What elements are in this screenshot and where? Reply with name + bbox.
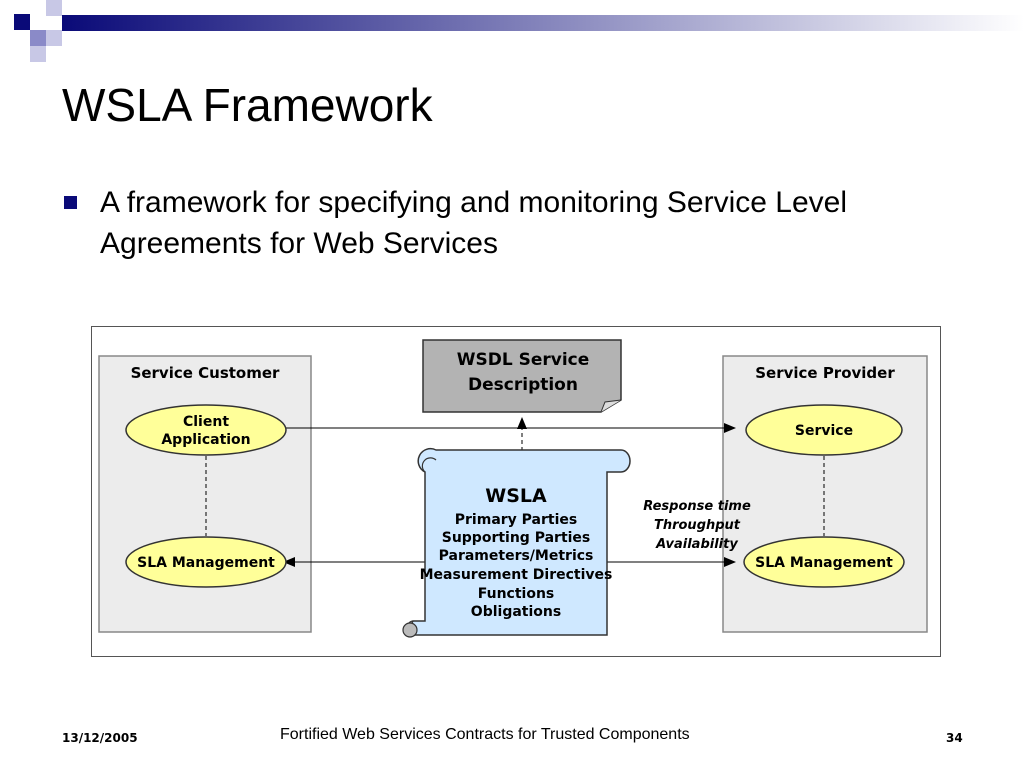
service-customer-panel	[98, 355, 312, 633]
wsdl-label-line1: WSDL Service	[457, 350, 590, 370]
deco-square	[46, 0, 62, 16]
wsla-item: Primary Parties	[455, 512, 577, 528]
wsla-item: Functions	[478, 586, 555, 602]
metric-label: Throughput	[654, 518, 741, 533]
service-ellipse	[745, 404, 903, 456]
provider-sla-management-label: SLA Management	[755, 555, 893, 571]
scroll-curl-icon	[402, 622, 418, 638]
service-provider-title: Service Provider	[755, 364, 895, 382]
service-customer-title: Service Customer	[131, 364, 280, 382]
deco-square	[30, 30, 46, 46]
bullet-square-icon	[64, 196, 77, 209]
provider-sla-management-ellipse	[743, 536, 905, 588]
customer-sla-management-ellipse	[125, 536, 287, 588]
wsla-title: WSLA	[485, 485, 547, 507]
wsla-item: Supporting Parties	[442, 530, 591, 546]
deco-square	[30, 46, 46, 62]
deco-square	[46, 30, 62, 46]
page-number: 34	[946, 731, 963, 745]
service-provider-panel	[722, 355, 928, 633]
footer-title: Fortified Web Services Contracts for Tru…	[280, 726, 690, 743]
metric-label: Availability	[655, 537, 738, 552]
client-application-label-line2: Application	[161, 432, 250, 448]
client-application-label-line1: Client	[183, 414, 229, 430]
gradient-bar	[62, 15, 1024, 31]
slide-title: WSLA Framework	[62, 79, 433, 131]
client-application-ellipse	[125, 404, 287, 456]
bullet-text: A framework for specifying and monitorin…	[100, 186, 848, 260]
wsla-item: Obligations	[471, 604, 561, 620]
service-label: Service	[795, 423, 853, 439]
wsla-diagram: Service Customer Service Provider WSDL S…	[91, 326, 941, 657]
deco-square	[14, 14, 30, 30]
wsla-item: Parameters/Metrics	[439, 548, 594, 564]
customer-sla-management-label: SLA Management	[137, 555, 275, 571]
footer-date: 13/12/2005	[62, 731, 138, 745]
wsdl-label-line2: Description	[468, 375, 578, 395]
metric-label: Response time	[643, 499, 751, 514]
top-decoration-bar	[0, 0, 1024, 62]
wsla-item: Measurement Directives	[420, 567, 613, 583]
